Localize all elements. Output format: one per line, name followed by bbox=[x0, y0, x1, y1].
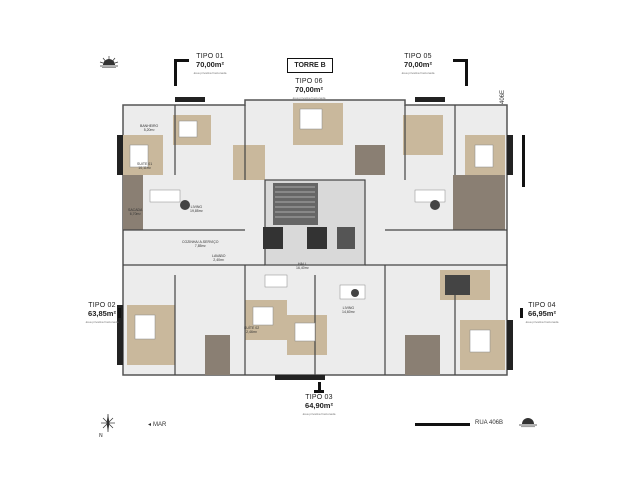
tipo01-label: TIPO 01 70,00m² área privativa fracionad… bbox=[180, 53, 240, 77]
tipo03-area: 64,90m² bbox=[305, 401, 333, 410]
tipo02-marker bbox=[118, 308, 127, 318]
room-hall-area: 16,40m² bbox=[296, 266, 309, 270]
sea-direction: ◂ MAR bbox=[148, 421, 167, 429]
tipo03-label: TIPO 03 64,90m² área privativa fracionad… bbox=[297, 394, 341, 418]
sea-label: MAR bbox=[153, 421, 167, 428]
tipo04-label: TIPO 04 66,95m² área privativa fracionad… bbox=[520, 302, 564, 326]
room-living-area: 19,85m² bbox=[190, 209, 203, 213]
room-lavabo-name: LAVABO bbox=[212, 254, 226, 258]
tipo06-area: 70,00m² bbox=[295, 85, 323, 94]
street-bottom-label: RUA 406B bbox=[475, 420, 504, 426]
room-cozinha-area: 7,85m² bbox=[194, 244, 206, 248]
room-living2-name: LIVING bbox=[342, 306, 355, 310]
tipo05-name: TIPO 05 bbox=[404, 53, 432, 60]
room-suite01-area: 10,11m² bbox=[138, 166, 151, 170]
room-suite02-label: SUÍTE 02 2,46m² bbox=[244, 326, 259, 334]
room-cozinha-name: COZINHA/ A.SERVIÇO bbox=[182, 240, 219, 244]
room-suite01-name: SUITE 01 bbox=[137, 162, 153, 166]
room-living-name: LIVING bbox=[190, 205, 203, 209]
sun-logo-icon bbox=[519, 418, 537, 428]
room-sacada-name: SACADA bbox=[128, 208, 143, 212]
tipo04-marker bbox=[514, 308, 523, 318]
tipo06-sub: área privativa fracionada bbox=[292, 96, 326, 100]
tipo05-bracket bbox=[453, 59, 468, 86]
tipo04-name: TIPO 04 bbox=[528, 302, 556, 309]
tipo03-sub: área privativa fracionada bbox=[302, 412, 336, 416]
arrow-left-icon: ◂ bbox=[148, 422, 152, 428]
tipo02-sub: área privativa fracionada bbox=[85, 320, 119, 324]
compass-icon: N bbox=[99, 414, 115, 438]
tipo06-name: TIPO 06 bbox=[295, 78, 323, 85]
tipo04-sub: área privativa fracionada bbox=[525, 320, 559, 324]
room-suite02-name: SUÍTE 02 bbox=[244, 326, 260, 330]
room-living2-label: LIVING 14,60m² bbox=[342, 306, 355, 314]
room-lavabo-area: 2,40m² bbox=[213, 258, 225, 262]
tipo02-area: 63,85m² bbox=[88, 309, 116, 318]
sun-orientation-icon bbox=[99, 56, 119, 68]
tipo03-marker-stem bbox=[318, 382, 321, 392]
room-cozinha-label: COZINHA/ A.SERVIÇO 7,85m² bbox=[182, 240, 219, 248]
floor-plan bbox=[117, 97, 513, 380]
room-banheiro-label: BANHEIRO 5,20m² bbox=[140, 124, 158, 132]
svg-text:N: N bbox=[99, 433, 103, 438]
tipo06-label: TIPO 06 70,00m² área privativa fracionad… bbox=[289, 78, 329, 102]
tipo02-name: TIPO 02 bbox=[88, 302, 116, 309]
tipo05-sub: área privativa fracionada bbox=[401, 71, 435, 75]
tipo05-label: TIPO 05 70,00m² área privativa fracionad… bbox=[388, 53, 448, 77]
tipo01-area: 70,00m² bbox=[196, 60, 224, 69]
torre-title: TORRE B bbox=[287, 58, 333, 73]
tipo05-area: 70,00m² bbox=[404, 60, 432, 69]
room-living2-area: 14,60m² bbox=[342, 310, 355, 314]
room-lavabo-label: LAVABO 2,40m² bbox=[212, 254, 226, 262]
street-right-line bbox=[522, 135, 525, 187]
tipo01-bracket bbox=[174, 59, 189, 86]
room-banheiro-area: 5,20m² bbox=[143, 128, 155, 132]
tipo01-name: TIPO 01 bbox=[196, 53, 224, 60]
room-suite01-label: SUITE 01 10,11m² bbox=[137, 162, 152, 170]
room-living-label: LIVING 19,85m² bbox=[190, 205, 203, 213]
tipo01-sub: área privativa fracionada bbox=[193, 71, 227, 75]
tipo03-name: TIPO 03 bbox=[305, 394, 333, 401]
room-suite02-area: 2,46m² bbox=[246, 330, 258, 334]
room-sacada-area: 6,70m² bbox=[129, 212, 141, 216]
street-bottom-line bbox=[415, 423, 470, 426]
room-banheiro-name: BANHEIRO bbox=[140, 124, 159, 128]
tipo04-area: 66,95m² bbox=[528, 309, 556, 318]
room-hall-label: HALL 16,40m² bbox=[296, 262, 309, 270]
room-sacada-label: SACADA 6,70m² bbox=[128, 208, 142, 216]
tipo02-label: TIPO 02 63,85m² área privativa fracionad… bbox=[80, 302, 124, 326]
room-hall-name: HALL bbox=[298, 262, 307, 266]
